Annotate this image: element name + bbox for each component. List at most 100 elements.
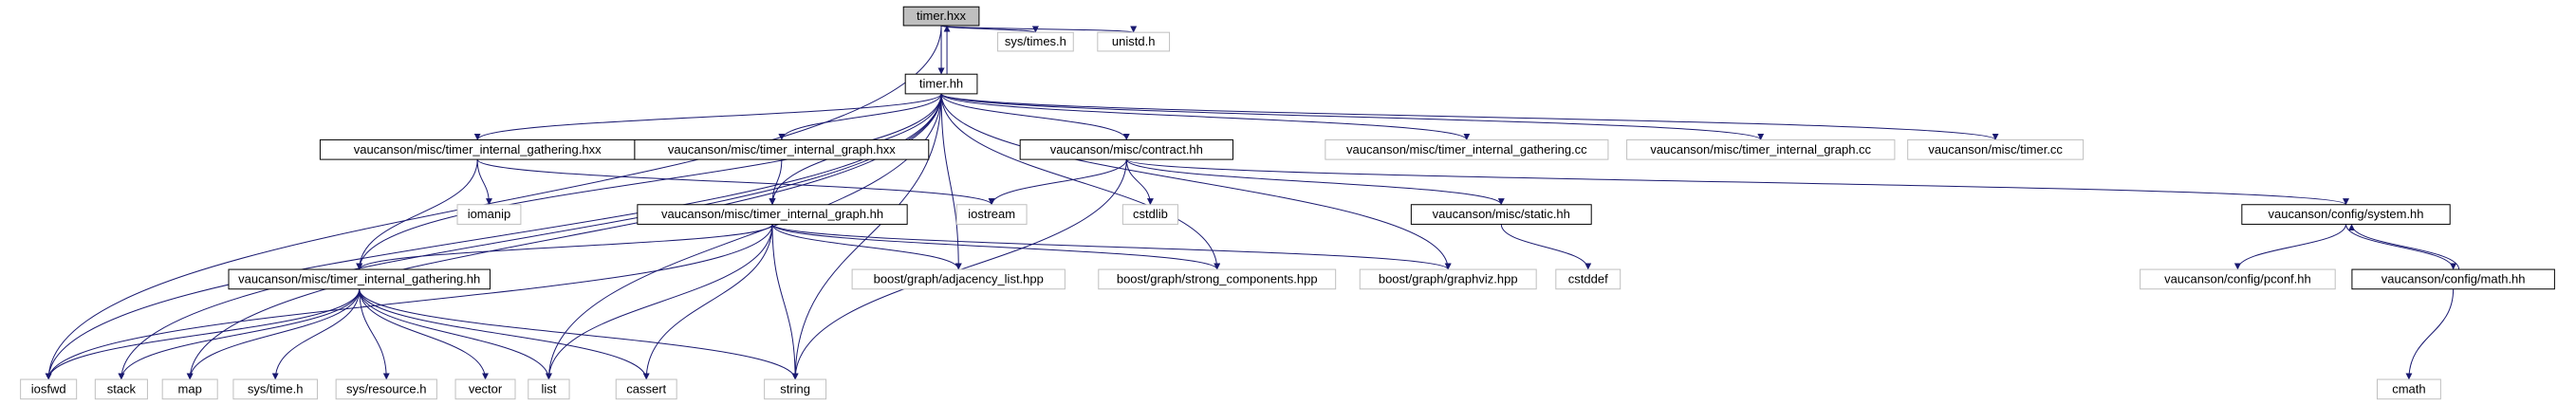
edge-timer_hh-to-tig_cc: [940, 93, 1471, 140]
edge-timer_hh-to-adj_list: [940, 93, 962, 270]
edge-tigr_hh-to-string: [771, 224, 799, 380]
node-label: timer.hh: [919, 77, 963, 91]
node-sys-time-h: sys/time.h: [232, 378, 318, 400]
node-strong-comp: boost/graph/strong_components.hpp: [1098, 268, 1337, 290]
node-map: map: [161, 378, 218, 400]
edge-contract_hh-to-iostream: [988, 158, 1127, 206]
node-timer-hxx[interactable]: timer.hxx: [902, 6, 980, 27]
node-label: string: [780, 381, 810, 396]
node-box: [2140, 268, 2336, 290]
edge-tig_hh-to-iosfwd: [45, 288, 361, 380]
edge-timer_hh-to-tigr_cc: [940, 93, 1765, 140]
node-label: vaucanson/misc/timer_internal_graph.hh: [661, 207, 883, 221]
node-iostream: iostream: [955, 204, 1028, 225]
edge-timer_hh-to-tig_hxx: [473, 93, 942, 140]
node-box: [1019, 138, 1233, 160]
node-box: [528, 378, 570, 400]
node-box: [2241, 204, 2451, 225]
node-tig-cc: vaucanson/misc/timer_internal_gathering.…: [1325, 138, 1609, 160]
node-system-hh[interactable]: vaucanson/config/system.hh: [2241, 204, 2451, 225]
node-pconf-hh: vaucanson/config/pconf.hh: [2140, 268, 2336, 290]
node-cstdlib: cstdlib: [1121, 204, 1178, 225]
node-vector: vector: [454, 378, 516, 400]
edge-timer_hh-to-iosfwd: [45, 93, 942, 380]
edge-contract_hh-to-cstdlib: [1125, 159, 1154, 206]
node-timer-hh[interactable]: timer.hh: [904, 73, 978, 95]
node-sys-resource-h: sys/resource.h: [335, 378, 437, 400]
edge-tigr_hh-to-iosfwd: [45, 224, 773, 380]
node-box: [1359, 268, 1537, 290]
edge-tigr_hh-to-strong_comp: [771, 223, 1221, 270]
node-box: [634, 138, 930, 160]
node-label: vaucanson/config/pconf.hh: [2164, 271, 2311, 285]
edge-tig_hh-to-vector: [359, 288, 490, 380]
node-box: [615, 378, 677, 400]
edge-timer_hh-to-stack: [118, 93, 942, 380]
node-sys-times-h: sys/times.h: [997, 31, 1074, 52]
edge-system_hh-to-math_hh: [2345, 224, 2457, 270]
edge-tig_hh-to-sys_time_h: [271, 288, 361, 380]
node-math-hh[interactable]: vaucanson/config/math.hh: [2351, 268, 2555, 290]
edge-timer_hh-to-timer_cc: [940, 93, 1999, 140]
node-static-hh[interactable]: vaucanson/misc/static.hh: [1410, 204, 1592, 225]
node-tigr-hxx[interactable]: vaucanson/misc/timer_internal_graph.hxx: [634, 138, 930, 160]
edge-tig_hxx-to-iostream: [476, 158, 995, 206]
edge-tigr_hh-to-adj_list: [771, 224, 962, 270]
node-stack: stack: [94, 378, 148, 400]
edge-tigr_hh-to-cassert: [642, 224, 773, 380]
node-box: [2351, 268, 2555, 290]
node-cstddef: cstddef: [1555, 268, 1622, 290]
node-tig-hxx[interactable]: vaucanson/misc/timer_internal_gathering.…: [319, 138, 636, 160]
node-cassert: cassert: [615, 378, 677, 400]
edge-math_hh-to-system_hh: [2348, 224, 2460, 270]
node-graphviz: boost/graph/graphviz.hpp: [1359, 268, 1537, 290]
node-label: vaucanson/misc/contract.hh: [1050, 142, 1203, 156]
edge-tig_hxx-to-tig_hh: [356, 159, 478, 270]
node-tigr-hh[interactable]: vaucanson/misc/timer_internal_graph.hh: [637, 204, 908, 225]
node-tigr-cc: vaucanson/misc/timer_internal_graph.cc: [1626, 138, 1896, 160]
node-label: vaucanson/misc/timer_internal_graph.cc: [1650, 142, 1871, 156]
node-box: [2376, 378, 2441, 400]
edge-tig_hxx-to-iomanip: [476, 159, 492, 206]
node-label: unistd.h: [1112, 34, 1156, 48]
node-box: [454, 378, 516, 400]
node-label: iosfwd: [31, 381, 66, 396]
node-list: list: [528, 378, 570, 400]
node-label: stack: [107, 381, 137, 396]
node-cmath: cmath: [2376, 378, 2441, 400]
node-label: vaucanson/misc/timer_internal_gathering.…: [354, 142, 602, 156]
node-label: vector: [469, 381, 503, 396]
edge-tigr_hh-to-tig_hh: [356, 223, 773, 270]
edge-math_hh-to-cmath: [2405, 288, 2455, 380]
node-box: [335, 378, 437, 400]
edge-system_hh-to-pconf_hh: [2233, 224, 2347, 270]
node-box: [904, 73, 978, 95]
node-label: cstdlib: [1133, 207, 1168, 221]
edge-timer_hh-to-tig_hh: [356, 93, 942, 270]
node-box: [1121, 204, 1178, 225]
edge-tig_hh-to-list: [359, 288, 552, 380]
edge-layer: [45, 25, 2460, 380]
node-label: iostream: [968, 207, 1015, 221]
edge-tig_hh-to-map: [186, 288, 361, 380]
edge-timer_hh-to-tigr_hxx: [778, 93, 942, 140]
node-contract-hh[interactable]: vaucanson/misc/contract.hh: [1019, 138, 1233, 160]
node-box: [161, 378, 218, 400]
node-label: cmath: [2392, 381, 2425, 396]
node-box: [94, 378, 148, 400]
node-box: [764, 378, 827, 400]
edge-tig_hh-to-stack: [118, 288, 361, 380]
node-adj-list: boost/graph/adjacency_list.hpp: [851, 268, 1066, 290]
edge-timer_hxx-to-unistd_h: [940, 25, 1137, 33]
node-tig-hh[interactable]: vaucanson/misc/timer_internal_gathering.…: [228, 268, 491, 290]
node-box: [1098, 268, 1337, 290]
node-label: vaucanson/misc/timer.cc: [1928, 142, 2063, 156]
edge-static_hh-to-cstddef: [1500, 224, 1592, 270]
node-box: [1325, 138, 1609, 160]
node-iosfwd: iosfwd: [20, 378, 78, 400]
node-label: sys/times.h: [1005, 34, 1066, 48]
node-box: [1907, 138, 2085, 160]
node-string: string: [764, 378, 827, 400]
node-label: cassert: [626, 381, 666, 396]
